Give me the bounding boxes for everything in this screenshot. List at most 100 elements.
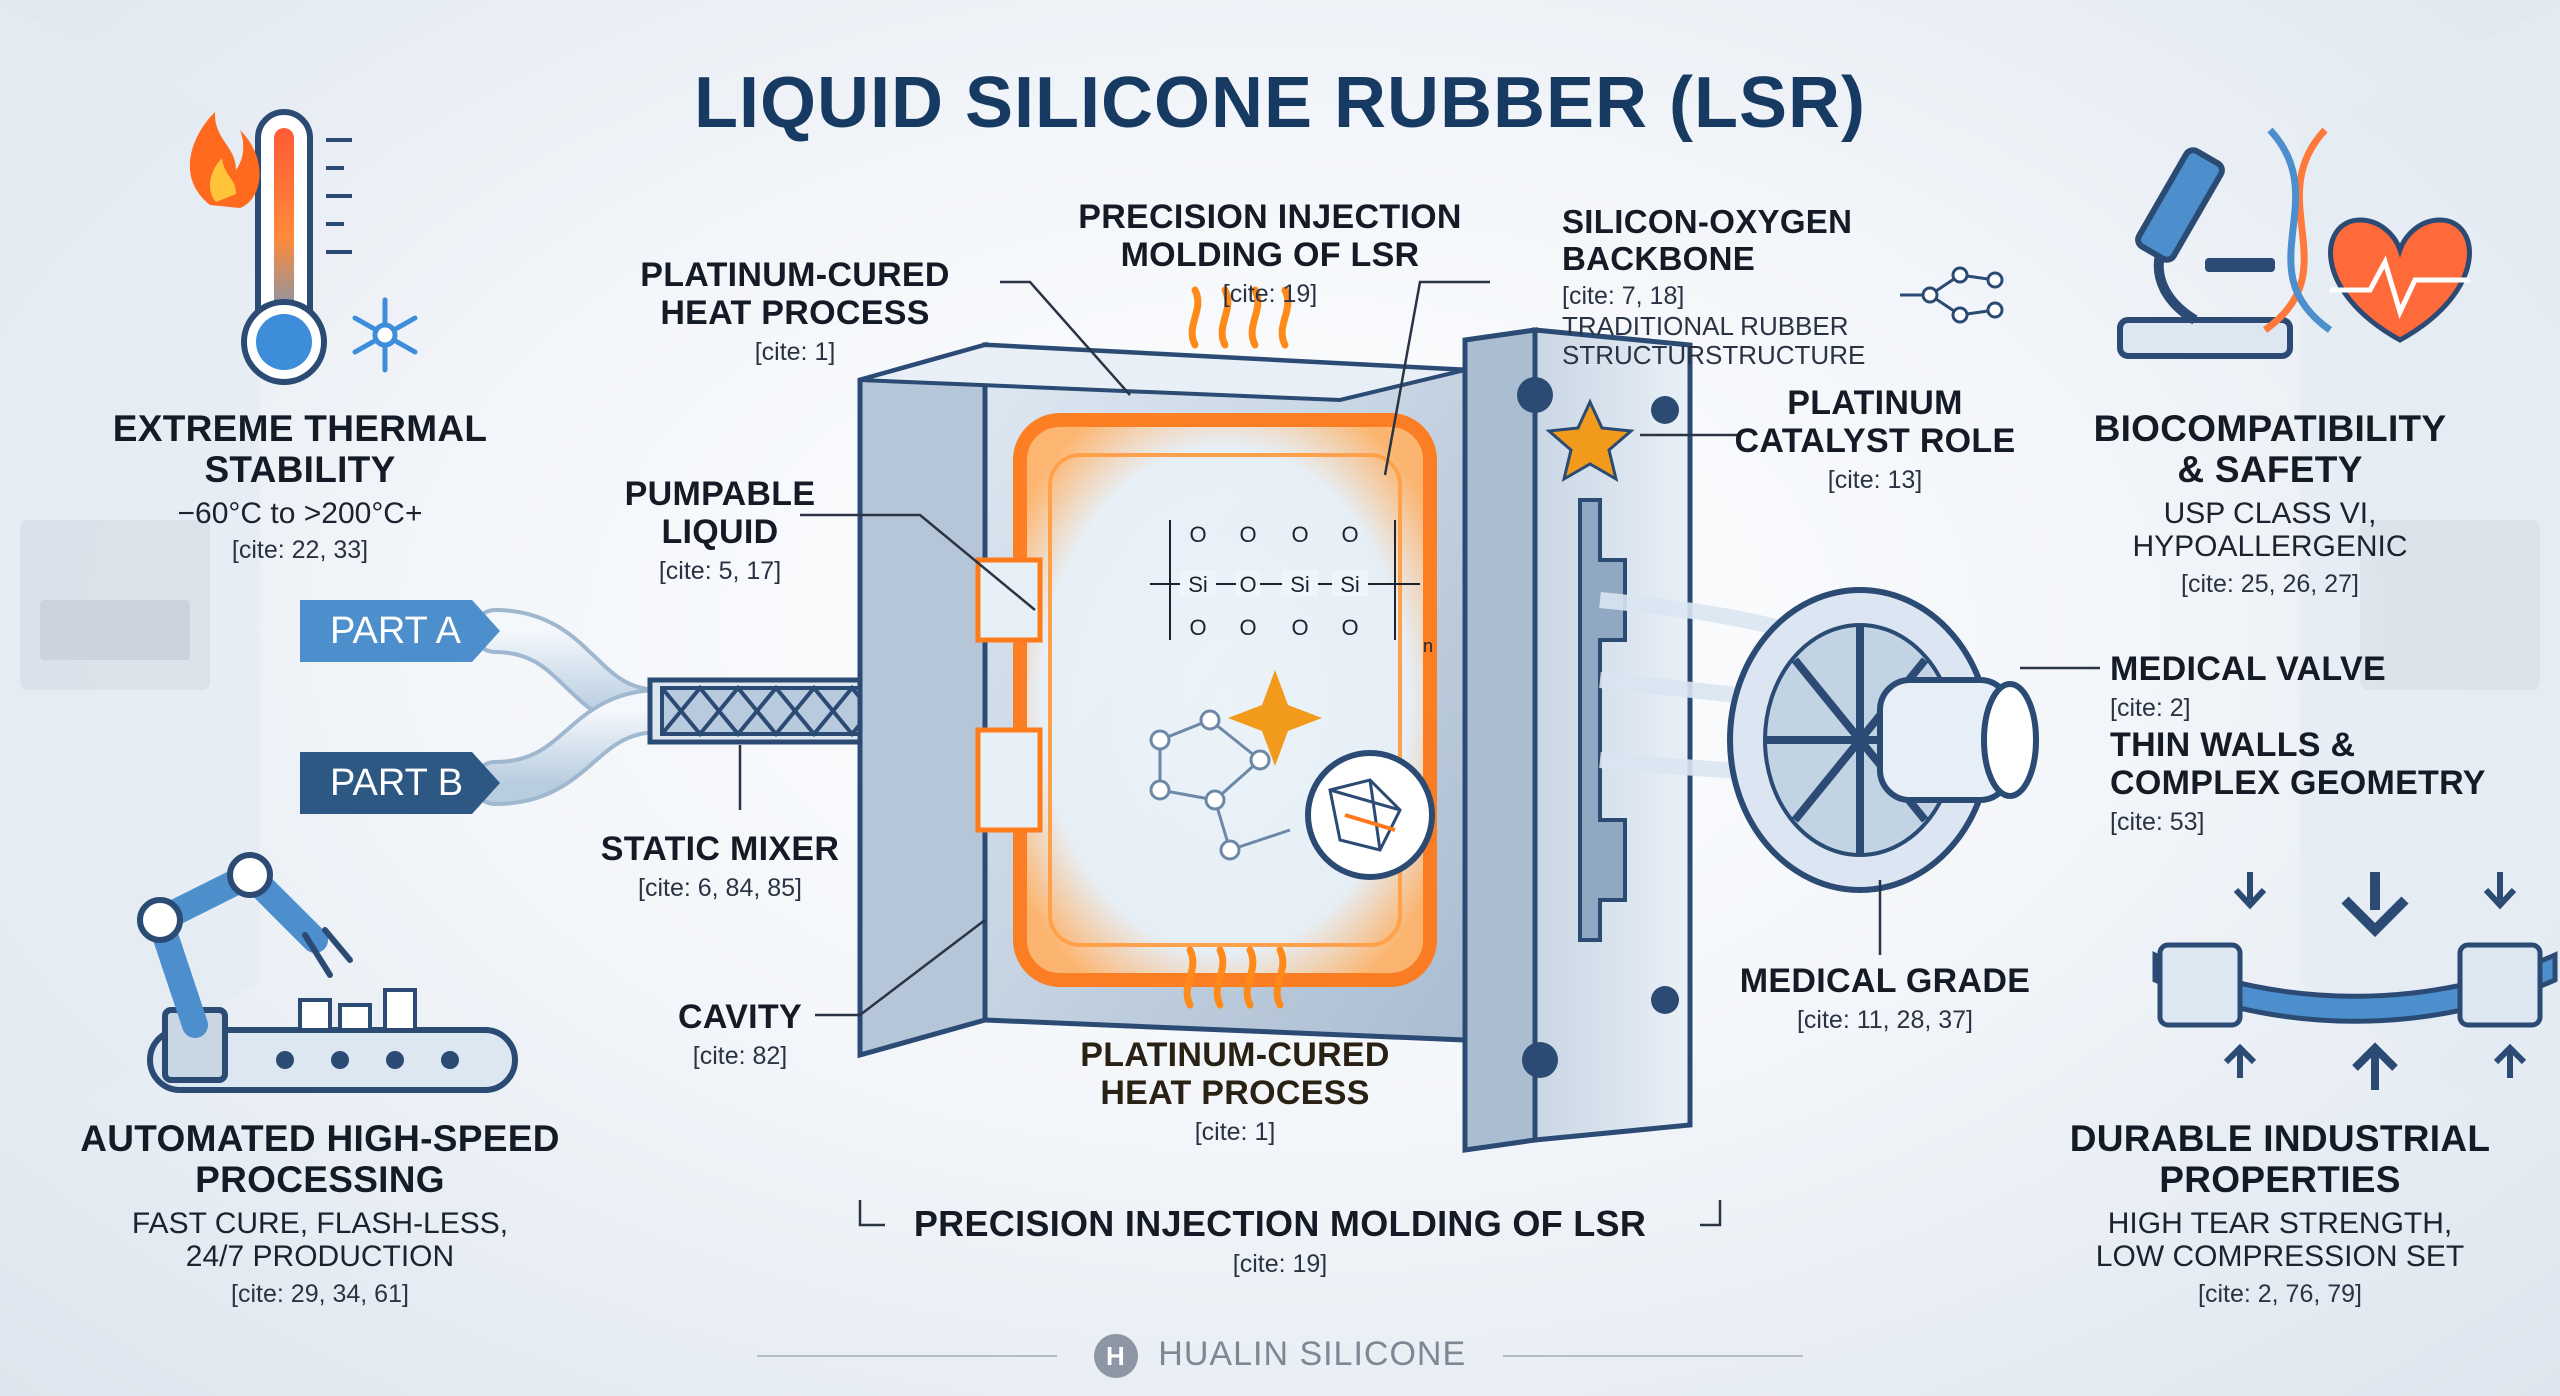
cured-bottom-line-1: PLATINUM-CURED <box>1080 1036 1390 1074</box>
polymer-network <box>1149 709 1291 861</box>
catalyst-spark-icon <box>1228 670 1322 766</box>
catalyst-cite: [cite: 13] <box>1827 466 1923 495</box>
valve-cite-1: [cite: 2] <box>2110 694 2191 723</box>
chem-oxygen-chain: O <box>1239 572 1256 597</box>
automated-detail-1: FAST CURE, FLASH-LESS, <box>131 1206 509 1240</box>
watermark-rule-left <box>757 1355 1058 1357</box>
chem-oxygen-top: O <box>1239 522 1256 547</box>
platinum-star-icon <box>1545 398 1635 483</box>
injection-bottom-text: PRECISION INJECTION MOLDING OF LSR <box>913 1203 1647 1244</box>
injection-top-line-2: MOLDING OF LSR <box>1120 236 1420 275</box>
cavity-text: CAVITY <box>678 998 802 1036</box>
durable-properties-label: DURABLE INDUSTRIAL PROPERTIES HIGH TEAR … <box>2020 1118 2540 1308</box>
chem-oxygen-bottom: O <box>1189 615 1206 640</box>
chem-oxygen-top: O <box>1291 522 1308 547</box>
catalyst-line-2: CATALYST ROLE <box>1734 422 2016 461</box>
pumpable-liquid-label: PUMPABLE LIQUID [cite: 5, 17] <box>590 475 850 585</box>
chem-oxygen-top: O <box>1341 522 1358 547</box>
cured-top-line-1: PLATINUM-CURED <box>640 256 950 294</box>
static-mixer-label: STATIC MIXER [cite: 6, 84, 85] <box>560 830 880 902</box>
medical-grade-cite: [cite: 11, 28, 37] <box>1796 1006 1974 1035</box>
brand-watermark: H HUALIN SILICONE <box>0 1334 2560 1378</box>
part-b-tag: PART B <box>300 752 500 814</box>
heat-wave-bottom <box>1183 946 1287 1009</box>
valve-walls-1: THIN WALLS & <box>2110 726 2356 765</box>
backbone-structure-icon <box>1900 266 2004 324</box>
chem-atom-backdrop <box>1236 570 1260 596</box>
medical-grade-label: MEDICAL GRADE [cite: 11, 28, 37] <box>1720 962 2050 1034</box>
pumpable-cite: [cite: 5, 17] <box>658 557 782 586</box>
platinum-cured-top-label: PLATINUM-CURED HEAT PROCESS [cite: 1] <box>590 256 1000 366</box>
page-title: LIQUID SILICONE RUBBER (LSR) <box>694 63 1866 143</box>
backbone-cite: [cite: 7, 18] <box>1562 281 1685 310</box>
chem-oxygen-bottom: O <box>1341 615 1358 640</box>
automated-heading-2: PROCESSING <box>195 1159 445 1201</box>
mold-left-half <box>857 341 1468 1059</box>
platinum-cured-bottom-label: PLATINUM-CURED HEAT PROCESS [cite: 1] <box>1060 1036 1410 1146</box>
chem-atom-backdrop <box>1332 570 1368 596</box>
leader-lines <box>738 280 2100 1227</box>
automated-cite: [cite: 29, 34, 61] <box>231 1280 409 1309</box>
flame-icon <box>189 112 260 208</box>
mold-right-plate <box>1462 327 1693 1153</box>
thermometer-icon <box>241 109 352 385</box>
platinum-catalyst-label: PLATINUM CATALYST ROLE [cite: 13] <box>1730 384 2020 494</box>
biocompat-detail-1: USP CLASS VI, <box>2163 496 2377 530</box>
backbone-heading: SILICON-OXYGEN BACKBONE <box>1562 203 1853 277</box>
precision-injection-bottom-label: PRECISION INJECTION MOLDING OF LSR [cite… <box>880 1203 1680 1279</box>
watermark-rule-right <box>1502 1355 1803 1357</box>
injection-top-cite: [cite: 19] <box>1222 280 1318 309</box>
cured-top-cite: [cite: 1] <box>754 338 836 367</box>
thermal-range: −60°C to >200°C+ <box>177 496 423 530</box>
chem-atom-backdrop <box>1180 570 1216 596</box>
robot-arm-icon <box>137 852 518 1093</box>
snowflake-icon <box>352 297 418 373</box>
dna-icon <box>2262 127 2333 333</box>
backbone-line-1: TRADITIONAL RUBBER <box>1562 310 1849 341</box>
cured-top-line-2: HEAT PROCESS <box>660 294 930 333</box>
medical-valve-icon <box>1727 587 2039 893</box>
pumpable-line-2: LIQUID <box>661 513 779 552</box>
durable-detail-1: HIGH TEAR STRENGTH, <box>2107 1206 2453 1240</box>
heart-icon <box>2328 217 2472 343</box>
valve-walls-2: COMPLEX GEOMETRY <box>2110 764 2486 803</box>
static-mixer-cite: [cite: 6, 84, 85] <box>638 874 802 903</box>
chem-atom-backdrop <box>1282 570 1318 596</box>
chem-repeat-index: n <box>1423 636 1433 656</box>
durable-heading-2: PROPERTIES <box>2159 1159 2401 1201</box>
chem-silicon: Si <box>1290 572 1310 597</box>
thermal-cite: [cite: 22, 33] <box>231 536 369 565</box>
injection-top-line-1: PRECISION INJECTION <box>1078 198 1462 236</box>
chem-silicon: Si <box>1188 572 1208 597</box>
cured-bottom-line-2: HEAT PROCESS <box>1100 1074 1370 1113</box>
cured-bottom-cite: [cite: 1] <box>1194 1118 1276 1147</box>
injection-bottom-cite: [cite: 19] <box>1232 1250 1328 1279</box>
part-a-tag: PART A <box>300 600 500 662</box>
silicon-oxygen-backbone-label: SILICON-OXYGEN BACKBONE [cite: 7, 18] TR… <box>1562 203 2042 370</box>
cavity-label: CAVITY [cite: 82] <box>630 998 850 1070</box>
medical-grade-text: MEDICAL GRADE <box>1739 962 2031 1000</box>
biocompat-heading-1: BIOCOMPATIBILITY <box>2093 408 2447 449</box>
automated-heading-1: AUTOMATED HIGH-SPEED <box>80 1118 560 1159</box>
brand-logo-icon: H <box>1093 1334 1138 1378</box>
valve-cite-2: [cite: 53] <box>2110 808 2205 837</box>
biocompatibility-label: BIOCOMPATIBILITY & SAFETY USP CLASS VI, … <box>2030 408 2510 598</box>
crosslink-magnifier <box>1305 750 1435 880</box>
biocompat-heading-2: & SAFETY <box>2177 449 2363 491</box>
biocompat-detail-2: HYPOALLERGENIC <box>2132 530 2408 564</box>
chem-oxygen-top: O <box>1189 522 1206 547</box>
chem-oxygen-bottom: O <box>1291 615 1308 640</box>
heat-wave-top <box>1188 286 1292 349</box>
durable-cite: [cite: 2, 76, 79] <box>2198 1280 2362 1309</box>
microscope-icon <box>2117 147 2293 359</box>
pumpable-line-1: PUMPABLE <box>624 475 816 513</box>
static-mixer-text: STATIC MIXER <box>600 830 840 868</box>
chem-oxygen-bottom: O <box>1239 615 1256 640</box>
catalyst-line-1: PLATINUM <box>1787 384 1963 422</box>
valve-label-text: MEDICAL VALVE <box>2110 650 2386 688</box>
durable-heading-1: DURABLE INDUSTRIAL <box>2069 1118 2491 1159</box>
chem-silicon: Si <box>1340 572 1360 597</box>
biocompat-cite: [cite: 25, 26, 27] <box>2181 570 2359 599</box>
